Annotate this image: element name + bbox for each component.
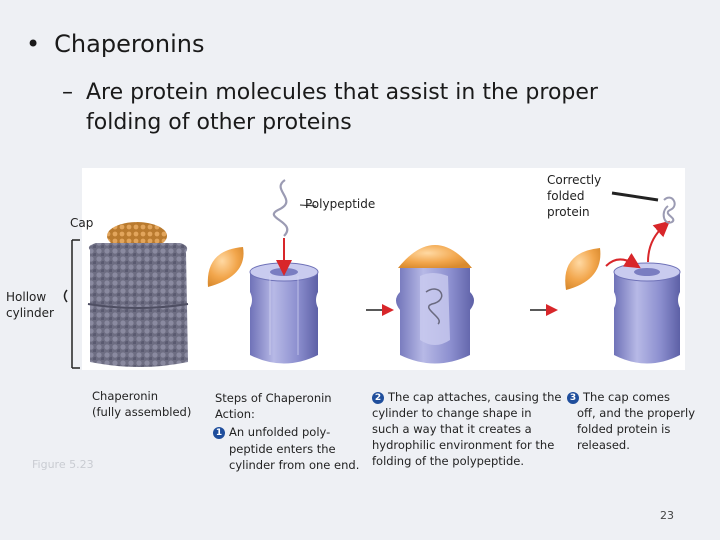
step3-line2: off, and the properly bbox=[577, 406, 696, 420]
step2-line4: hydrophilic environment for the bbox=[372, 438, 555, 452]
folded-protein bbox=[662, 196, 676, 224]
hollow-label-line1: Hollow bbox=[6, 290, 47, 304]
figure-reference: Figure 5.23 bbox=[32, 458, 94, 471]
step1-badge: 1 bbox=[213, 427, 225, 439]
polypeptide-label: Polypeptide bbox=[305, 197, 376, 211]
stage1 bbox=[207, 179, 319, 364]
step2-line2: cylinder to change shape in bbox=[372, 406, 532, 420]
step3-badge: 3 bbox=[567, 392, 579, 404]
steps-heading-line1: Steps of Chaperonin bbox=[215, 391, 332, 405]
cap-label: Cap bbox=[70, 216, 94, 230]
hollow-bracket bbox=[63, 239, 80, 369]
cap-attached bbox=[398, 245, 472, 268]
chaperonin-model bbox=[87, 222, 189, 367]
bullet-sub-text: Are protein molecules that assist in the… bbox=[86, 80, 598, 135]
cap-released bbox=[565, 248, 601, 290]
assembled-line2: (fully assembled) bbox=[92, 405, 192, 419]
correct-label-line3: protein bbox=[547, 205, 590, 219]
polypeptide-strand bbox=[272, 179, 289, 237]
bullet-main-text: Chaperonins bbox=[54, 30, 205, 58]
steps-heading-line2: Action: bbox=[215, 407, 255, 421]
bullet-dot-icon: • bbox=[26, 30, 41, 58]
step2-badge: 2 bbox=[372, 392, 384, 404]
step3-line4: released. bbox=[577, 438, 630, 452]
dash-icon: – bbox=[62, 80, 73, 105]
step3-line3: folded protein is bbox=[577, 422, 671, 436]
correct-label-line2: folded bbox=[547, 189, 585, 203]
stage2 bbox=[366, 245, 474, 364]
cylinder-model bbox=[88, 243, 188, 367]
bullet-sub: – Are protein molecules that assist in t… bbox=[62, 78, 662, 138]
page-number: 23 bbox=[660, 509, 674, 522]
step2-line5: folding of the polypeptide. bbox=[372, 454, 525, 468]
step1-line3: cylinder from one end. bbox=[229, 458, 360, 472]
bullet-main: • Chaperonins bbox=[26, 30, 204, 58]
stage3 bbox=[530, 191, 681, 364]
step2-line3: such a way that it creates a bbox=[372, 422, 532, 436]
assembled-line1: Chaperonin bbox=[92, 389, 159, 403]
step1-line2: peptide enters the bbox=[229, 442, 336, 456]
cap-open-1 bbox=[207, 247, 244, 287]
hollow-label-line2: cylinder bbox=[6, 306, 54, 320]
correct-label-line1: Correctly bbox=[547, 173, 602, 187]
